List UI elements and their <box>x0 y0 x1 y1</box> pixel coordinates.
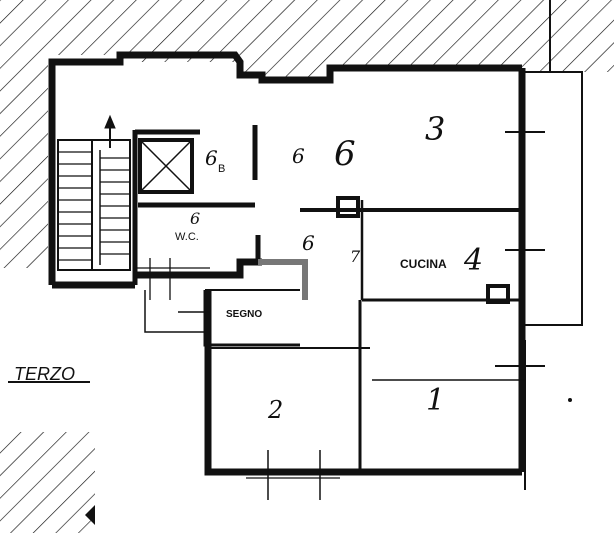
wc-mark: 6 <box>190 209 200 228</box>
corridor-tick: 7 <box>350 247 361 266</box>
segno-label: SEGNO <box>226 309 262 320</box>
wall-corridor-grey <box>258 259 308 300</box>
column-1 <box>336 196 360 218</box>
ink-dot <box>568 398 572 402</box>
hatch-top-band <box>0 0 525 80</box>
cucina-mark: 4 <box>463 243 483 278</box>
room-labels: 3 6 B 6 6 6 W.C. 6 7 CUCINA 4 SEGNO 2 1 <box>175 110 483 424</box>
bagno-label: B <box>218 163 225 175</box>
corner-mark <box>85 505 95 525</box>
exterior-walls <box>48 51 526 476</box>
stair-outline <box>57 139 131 271</box>
wall-segno <box>203 290 300 347</box>
room-label-bottom-right: 1 <box>426 383 445 418</box>
stair-treads <box>58 151 130 261</box>
stair-arrow-head <box>104 114 116 129</box>
wall-top-left <box>48 51 522 285</box>
corridor-mark: 6 <box>292 144 305 168</box>
shaft <box>138 138 194 194</box>
interior-walls <box>132 125 525 500</box>
floor-label-group: TERZO <box>8 364 90 384</box>
soggiorno-mark: 6 <box>334 134 356 174</box>
corridor-mark-2: 6 <box>302 231 315 255</box>
room-label-top-right: 3 <box>425 110 445 148</box>
shaft-diag-2 <box>139 139 193 193</box>
wc-label: W.C. <box>175 231 199 243</box>
column-2 <box>486 284 510 304</box>
wall-thin-1 <box>144 290 205 333</box>
hatch-bottom-left <box>0 432 95 533</box>
hatch-top-right <box>525 0 614 72</box>
cucina-label: CUCINA <box>400 257 447 271</box>
bagno-mark: 6 <box>205 146 218 170</box>
wall-wc-bottom <box>135 258 262 279</box>
balcony <box>495 0 583 490</box>
wall-bottom <box>204 290 522 476</box>
staircase <box>57 114 131 271</box>
floor-label: TERZO <box>14 364 75 384</box>
balcony-outline <box>525 71 583 326</box>
room-label-bottom-left: 2 <box>267 396 283 424</box>
hatch-left-column <box>0 55 48 268</box>
